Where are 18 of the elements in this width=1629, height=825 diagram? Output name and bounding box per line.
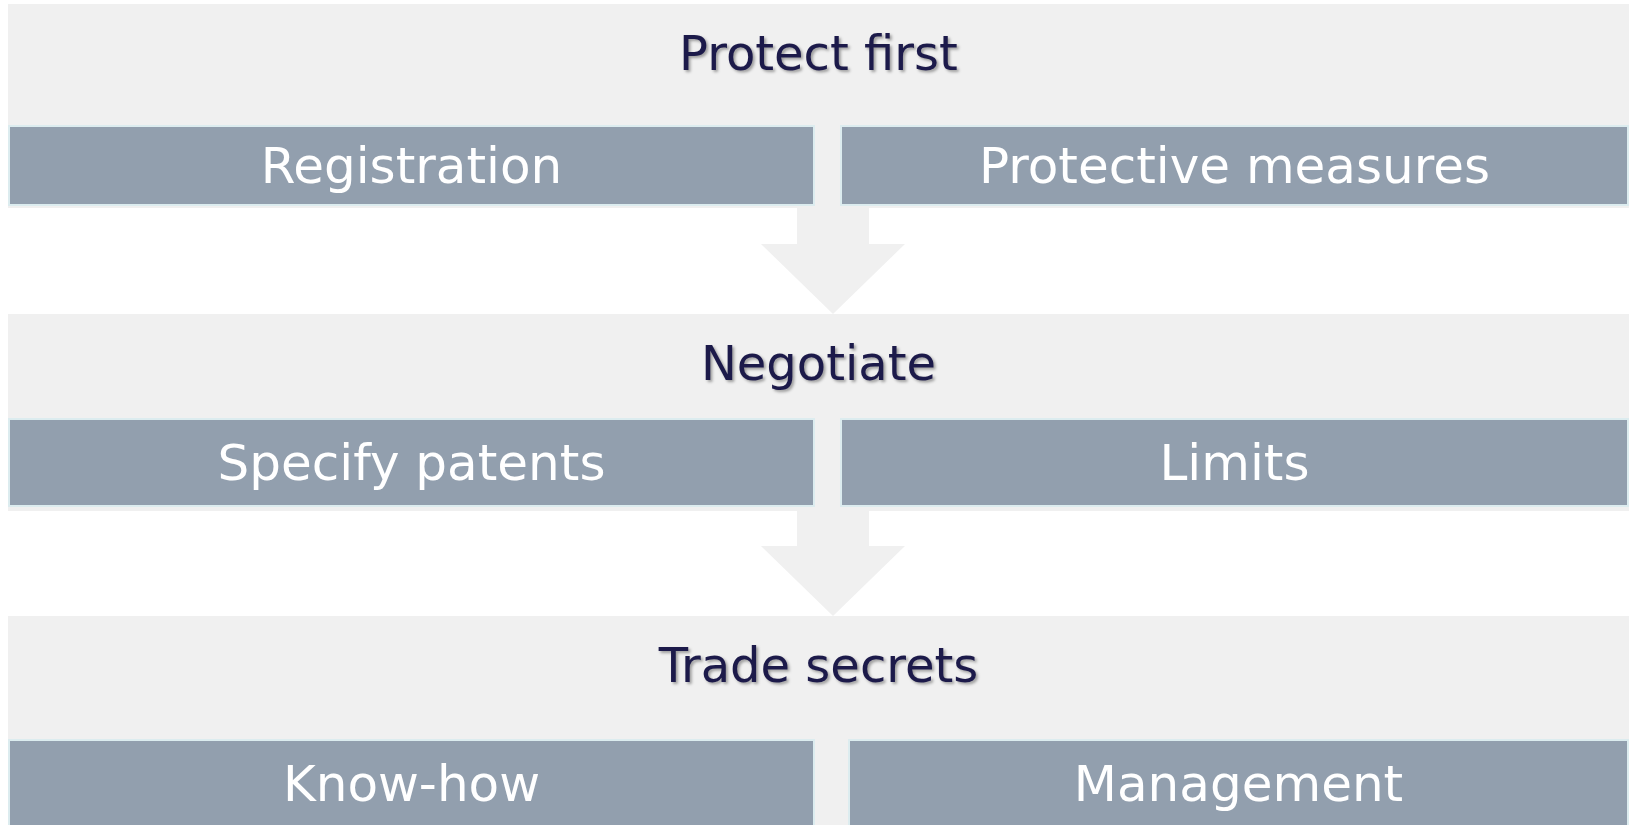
item-label: Management <box>1073 754 1404 814</box>
stage-title: Trade secrets <box>657 636 980 695</box>
stage-title: Negotiate <box>699 334 938 393</box>
item-box <box>8 739 815 825</box>
stage-title: Protect first <box>678 24 959 83</box>
stage-band <box>8 616 1629 825</box>
item-label: Know-how <box>282 754 541 814</box>
stage-band <box>8 314 1629 511</box>
item-box <box>8 418 815 507</box>
item-box <box>840 125 1629 206</box>
stage-band <box>8 4 1629 208</box>
item-box <box>8 125 815 206</box>
item-label: Limits <box>1159 432 1310 493</box>
item-label: Registration <box>260 135 563 196</box>
item-box <box>840 418 1629 507</box>
item-box <box>848 739 1629 825</box>
item-label: Specify patents <box>217 432 606 493</box>
item-label: Protective measures <box>978 135 1490 196</box>
